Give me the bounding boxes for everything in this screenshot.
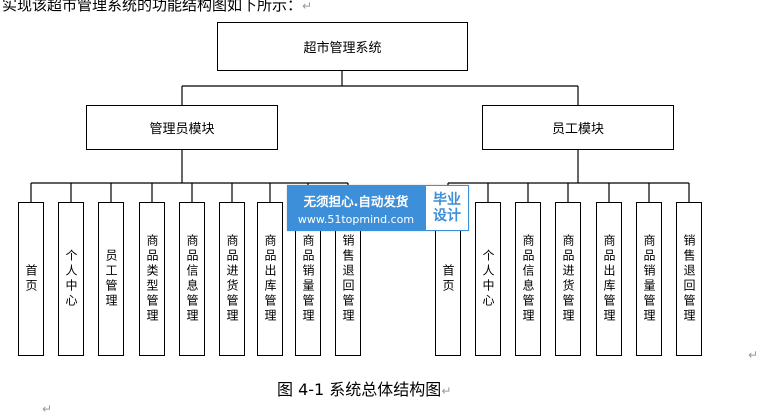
- admin-module-node: 管理员模块: [86, 105, 278, 150]
- staff-leaf-product-info: 商品信息管理: [515, 202, 541, 356]
- staff-leaf-sales: 商品销量管理: [636, 202, 662, 356]
- watermark-main: 无须担心.自动发货 www.51topmind.com: [287, 185, 425, 231]
- watermark-url: www.51topmind.com: [297, 212, 415, 226]
- watermark-badge-line1: 毕业: [433, 191, 461, 208]
- intro-text: 实现该超市管理系统的功能结构图如下所示：↵: [2, 0, 313, 14]
- admin-module-label: 管理员模块: [149, 122, 215, 137]
- root-node: 超市管理系统: [217, 22, 468, 71]
- return-mark-icon: ↵: [441, 384, 452, 398]
- admin-leaf-product-type: 商品类型管理: [139, 202, 165, 356]
- admin-leaf-product-info: 商品信息管理: [179, 202, 205, 356]
- return-mark-icon: ↵: [302, 0, 313, 13]
- staff-leaf-outbound: 商品出库管理: [596, 202, 622, 356]
- watermark-badge-line2: 设计: [433, 208, 461, 224]
- admin-leaf-profile: 个人中心: [58, 202, 84, 356]
- return-mark-icon: ↵: [748, 348, 759, 362]
- staff-leaf-profile: 个人中心: [475, 202, 501, 356]
- admin-leaf-outbound: 商品出库管理: [257, 202, 283, 356]
- figure-caption: 图 4-1 系统总体结构图↵: [277, 380, 452, 399]
- admin-leaf-purchase: 商品进货管理: [219, 202, 245, 356]
- root-label: 超市管理系统: [303, 41, 382, 56]
- admin-leaf-staff-mgmt: 员工管理: [98, 202, 124, 356]
- watermark-badge: 毕业 设计: [425, 185, 469, 231]
- staff-module-node: 员工模块: [482, 105, 674, 150]
- staff-leaf-purchase: 商品进货管理: [555, 202, 581, 356]
- return-mark-icon: ↵: [42, 402, 53, 416]
- admin-leaf-home: 首页: [18, 202, 44, 356]
- watermark-slogan: 无须担心.自动发货: [303, 193, 409, 209]
- watermark-banner: 无须担心.自动发货 www.51topmind.com 毕业 设计: [287, 185, 469, 231]
- staff-module-label: 员工模块: [551, 122, 604, 137]
- staff-leaf-returns: 销售退回管理: [676, 202, 702, 356]
